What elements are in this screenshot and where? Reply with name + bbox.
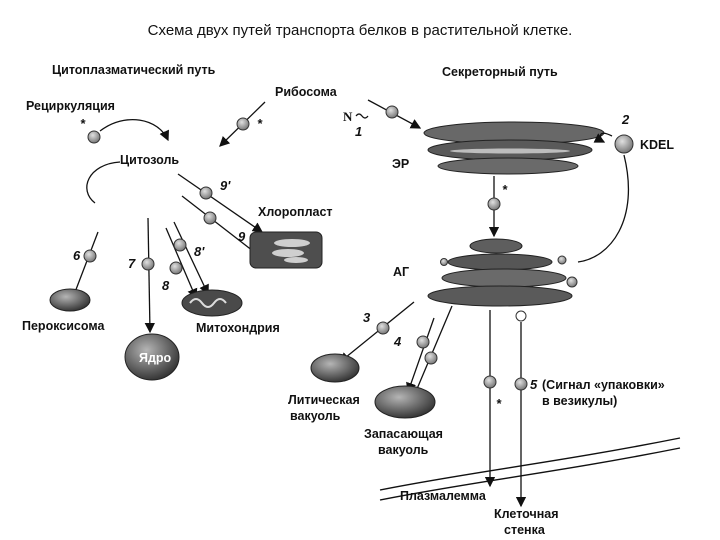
marker-star-recycling: * bbox=[80, 116, 86, 131]
label-chloroplast: Хлоропласт bbox=[258, 205, 333, 219]
nucleus bbox=[124, 333, 180, 381]
lytic-vacuole-arrow bbox=[338, 301, 415, 363]
mitochondrion bbox=[181, 289, 243, 317]
endoplasmic-reticulum bbox=[423, 121, 605, 175]
plasmalemma-membrane bbox=[379, 437, 681, 501]
ribosome-protein bbox=[219, 101, 266, 147]
label-lytic-vacuole-2: вакуоль bbox=[290, 409, 341, 423]
label-cell-wall-2: стенка bbox=[504, 523, 546, 537]
marker-7: 7 bbox=[128, 256, 136, 271]
recycling-loop bbox=[86, 118, 169, 204]
marker-2: 2 bbox=[621, 112, 630, 127]
label-peroxisome: Пероксисома bbox=[22, 319, 105, 333]
marker-5: 5 bbox=[530, 377, 538, 392]
header-secretory: Секреторный путь bbox=[442, 65, 558, 79]
peroxisome bbox=[49, 288, 91, 312]
peroxisome-arrow bbox=[70, 231, 99, 302]
marker-1: 1 bbox=[355, 124, 362, 139]
marker-8-prime: 8' bbox=[194, 244, 205, 259]
label-signal-2: в везикулы) bbox=[542, 394, 617, 408]
label-golgi: АГ bbox=[393, 265, 409, 279]
kdel-retrieval-line bbox=[577, 154, 629, 263]
lytic-vacuole bbox=[310, 353, 360, 383]
label-ribosome: Рибосома bbox=[275, 85, 338, 99]
marker-star-er: * bbox=[502, 182, 508, 197]
nucleus-arrow bbox=[141, 217, 156, 334]
er-entry-arrow bbox=[367, 99, 422, 129]
label-signal-1: (Сигнал «упаковки» bbox=[542, 378, 665, 392]
label-cell-wall-1: Клеточная bbox=[494, 507, 559, 521]
label-storage-vacuole-1: Запасающая bbox=[364, 427, 443, 441]
storage-vacuole bbox=[374, 385, 436, 419]
marker-star-secretion: * bbox=[496, 396, 502, 411]
label-kdel: KDEL bbox=[640, 138, 674, 152]
marker-star-ribosome: * bbox=[257, 116, 263, 131]
label-n-terminus: N bbox=[343, 109, 353, 124]
er-to-golgi-arrow bbox=[487, 176, 501, 238]
marker-9: 9 bbox=[238, 229, 246, 244]
marker-3: 3 bbox=[363, 310, 371, 325]
cell-wall-arrow bbox=[514, 310, 528, 508]
chloroplast bbox=[249, 231, 323, 269]
marker-8: 8 bbox=[162, 278, 170, 293]
kdel-return-arrow bbox=[593, 132, 613, 143]
signal-peptide bbox=[355, 113, 369, 119]
storage-vacuole-arrows bbox=[406, 305, 453, 397]
label-mitochondria: Митохондрия bbox=[196, 321, 280, 335]
label-lytic-vacuole-1: Литическая bbox=[288, 393, 360, 407]
slide-title: Схема двух путей транспорта белков в рас… bbox=[147, 22, 573, 39]
golgi-apparatus bbox=[427, 238, 578, 307]
secretion-arrow bbox=[483, 310, 497, 488]
marker-4: 4 bbox=[393, 334, 402, 349]
header-cytoplasmic: Цитоплазматический путь bbox=[52, 63, 216, 77]
label-er: ЭР bbox=[392, 157, 409, 171]
marker-9-prime: 9' bbox=[220, 178, 231, 193]
label-recycling: Рециркуляция bbox=[26, 99, 115, 113]
kdel-receptor bbox=[614, 134, 634, 154]
label-plasmalemma: Плазмалемма bbox=[400, 489, 487, 503]
marker-6: 6 bbox=[73, 248, 81, 263]
mitochondria-arrows bbox=[165, 221, 209, 300]
label-cytosol: Цитозоль bbox=[120, 153, 179, 167]
label-storage-vacuole-2: вакуоль bbox=[378, 443, 429, 457]
label-nucleus: Ядро bbox=[139, 351, 172, 365]
chloroplast-arrows bbox=[177, 173, 264, 259]
